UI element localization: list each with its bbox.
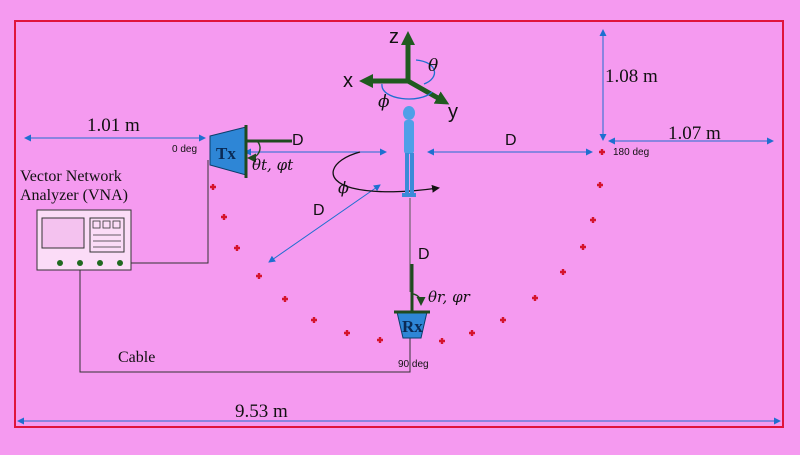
tx-cable	[122, 160, 209, 264]
tx-label: Tx	[216, 144, 236, 163]
angle-90-label: 90 deg	[398, 359, 429, 370]
plus-marker-icon	[311, 317, 317, 323]
plus-marker-icon	[532, 295, 538, 301]
rotation-phi-label: ϕ	[338, 178, 349, 197]
vna-label: Vector Network Analyzer (VNA)	[20, 168, 128, 204]
right-distance-label: 1.07 m	[668, 123, 721, 144]
plus-marker-icon	[234, 245, 240, 251]
rx-angles-label: θr, φr	[428, 288, 470, 306]
z-axis-label: z	[389, 26, 399, 48]
y-axis-label: y	[448, 101, 458, 123]
plus-marker-icon	[282, 296, 288, 302]
plus-marker-icon	[599, 149, 605, 155]
rx-d-label: D	[418, 246, 430, 263]
plus-marker-icon	[210, 184, 216, 190]
plus-marker-icon	[377, 337, 383, 343]
axis-triad-icon	[359, 31, 450, 105]
plus-marker-icon	[221, 214, 227, 220]
theta-label: θ	[428, 56, 439, 76]
left-distance-label: 1.01 m	[87, 115, 140, 136]
tx-angles-label: θt, φt	[252, 156, 294, 174]
plus-marker-icon	[469, 330, 475, 336]
diagonal-distance	[268, 184, 381, 263]
angle-180-label: 180 deg	[613, 147, 650, 158]
diagonal-d-label: D	[313, 202, 325, 219]
plus-marker-icon	[560, 269, 566, 275]
rx-label: Rx	[402, 317, 423, 336]
cable-label: Cable	[118, 349, 156, 366]
tx-horn-icon	[209, 125, 292, 178]
plus-marker-icon	[590, 217, 596, 223]
plus-marker-icon	[439, 338, 445, 344]
total-width-label: 9.53 m	[235, 401, 288, 422]
measurement-points	[210, 149, 605, 344]
tx-d-label: D	[292, 132, 304, 149]
plus-marker-icon	[500, 317, 506, 323]
person-d-label: D	[505, 132, 517, 149]
vna-cable	[79, 263, 411, 373]
rx-horn-icon	[394, 264, 430, 339]
phi-axis-label: ϕ	[378, 92, 390, 112]
plus-marker-icon	[344, 330, 350, 336]
plus-marker-icon	[580, 244, 586, 250]
x-axis-label: x	[343, 70, 353, 92]
plus-marker-icon	[597, 182, 603, 188]
height-label: 1.08 m	[605, 66, 658, 87]
vna-icon	[36, 209, 132, 271]
room-boundary	[14, 20, 784, 428]
angle-0-label: 0 deg	[172, 144, 198, 155]
plus-marker-icon	[256, 273, 262, 279]
person-icon	[402, 106, 416, 197]
